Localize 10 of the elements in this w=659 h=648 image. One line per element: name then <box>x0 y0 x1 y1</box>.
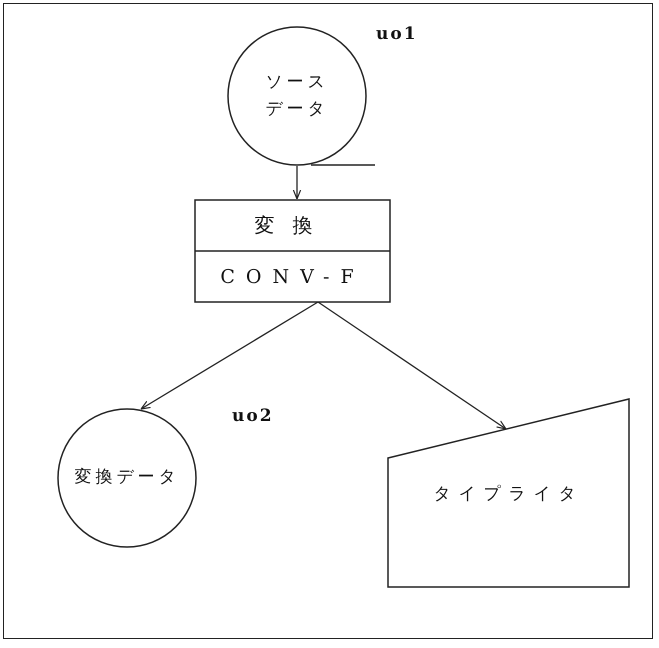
node-label: 変換データ <box>74 466 180 490</box>
arrow <box>140 301 318 410</box>
process-name: CONV-F <box>220 266 365 288</box>
node-label: ソースデータ <box>264 70 330 121</box>
node-label: タイプライタ <box>434 482 584 504</box>
arrow <box>318 301 507 430</box>
node-id-label: uo1 <box>376 24 418 44</box>
process-title: 変換 <box>254 212 330 239</box>
arrow <box>292 166 302 200</box>
node-id-label: uo2 <box>232 406 274 426</box>
